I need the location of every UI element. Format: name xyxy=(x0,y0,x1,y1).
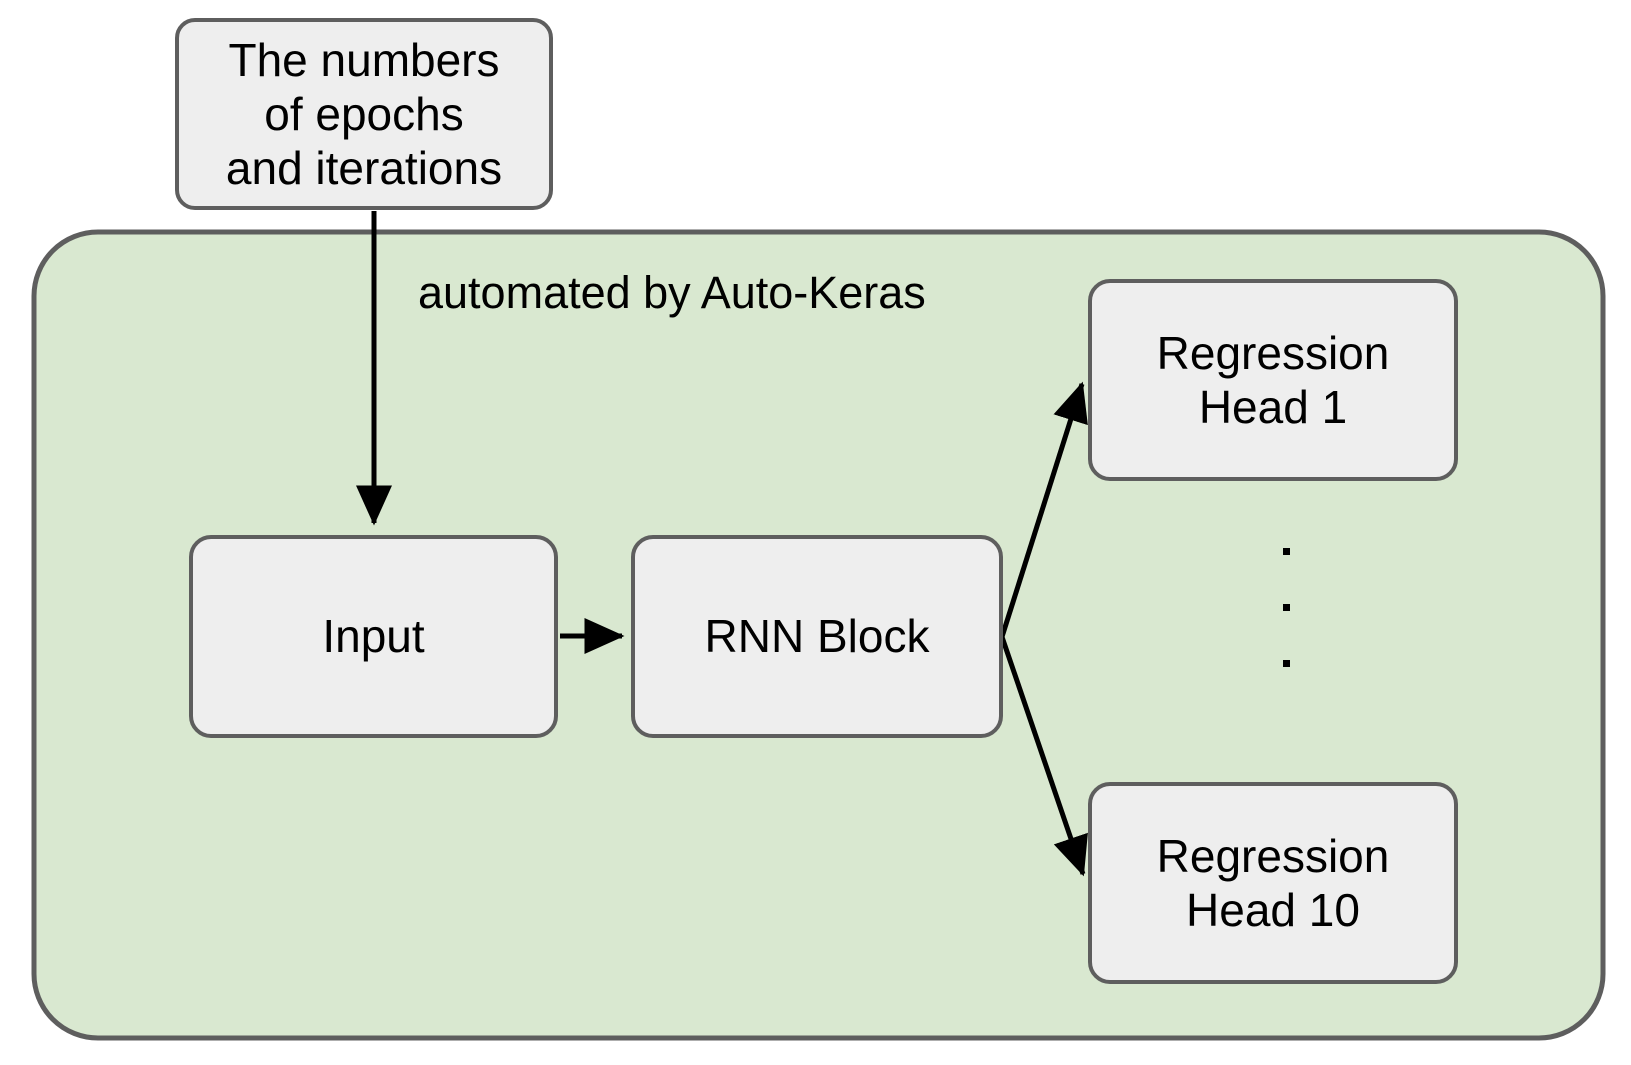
node-rnn-block[interactable]: RNN Block xyxy=(631,535,1003,738)
node-input[interactable]: Input xyxy=(189,535,558,738)
node-epochs-iterations[interactable]: The numbers of epochs and iterations xyxy=(175,18,553,210)
group-label-automated-by-auto-keras: automated by Auto-Keras xyxy=(418,267,926,318)
node-regression-head-10[interactable]: Regression Head 10 xyxy=(1088,782,1458,984)
ellipsis-dot-icon xyxy=(1283,660,1290,667)
edge-rnn-to-head10 xyxy=(998,633,1088,877)
edge-rnn-to-head1 xyxy=(998,381,1088,641)
ellipsis-dot-icon xyxy=(1283,548,1290,555)
node-regression-head-1[interactable]: Regression Head 1 xyxy=(1088,279,1458,481)
ellipsis-dot-icon xyxy=(1283,604,1290,611)
